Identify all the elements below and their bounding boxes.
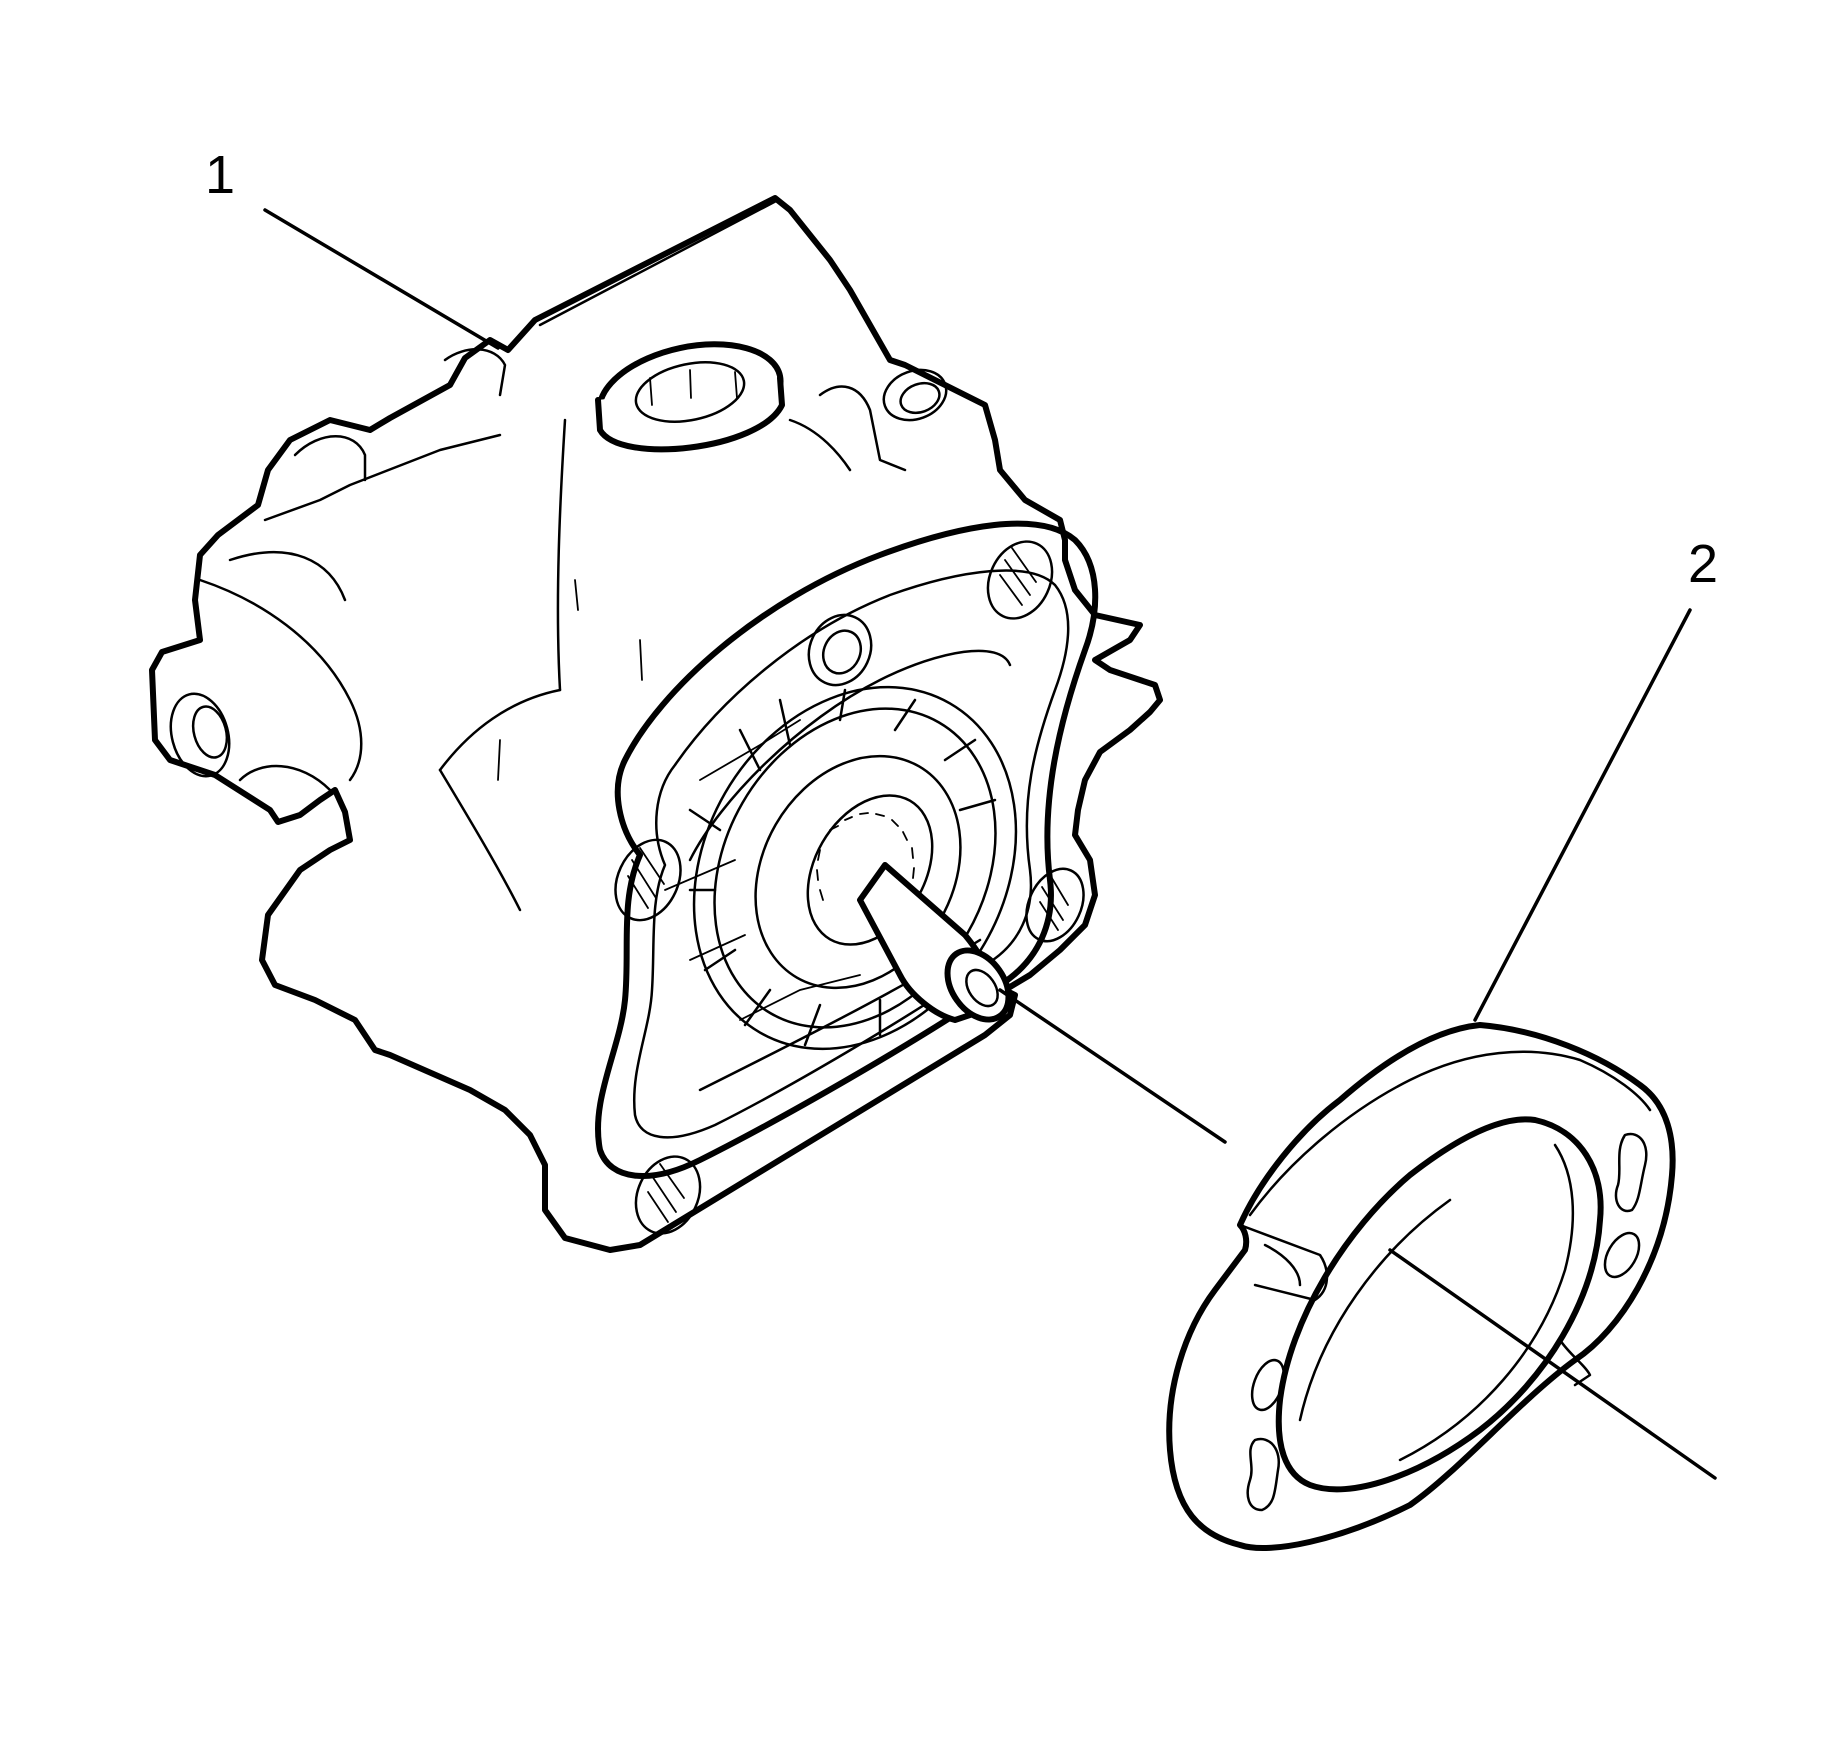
flange-bolt-hole-bottom bbox=[634, 1155, 702, 1235]
axis-line-through-ring bbox=[1388, 1248, 1717, 1480]
pump-body bbox=[149, 195, 1163, 1253]
callout-label-2: 2 bbox=[1688, 534, 1718, 594]
callout-label-1: 1 bbox=[205, 145, 235, 205]
pump-rotor-vanes bbox=[664, 685, 1018, 1051]
leader-line-2 bbox=[1473, 608, 1692, 1022]
axis-line-shaft-to-ring bbox=[998, 988, 1227, 1144]
callout-2: 2 bbox=[1473, 534, 1718, 1022]
ring-slot-right bbox=[1603, 1231, 1641, 1279]
ring-slot-upper-right bbox=[1614, 1132, 1648, 1213]
ring-slot-lower-left bbox=[1246, 1437, 1281, 1512]
leader-line-1 bbox=[263, 208, 500, 350]
ring-slot-left bbox=[1250, 1358, 1286, 1412]
end-plate-ring bbox=[1166, 1022, 1676, 1552]
flange-bolt-hole-right bbox=[1025, 867, 1085, 943]
alignment-axis bbox=[998, 988, 1717, 1480]
flange-bolt-hole-left bbox=[614, 838, 682, 922]
flange-dowel-hole bbox=[807, 613, 873, 687]
flange-bolt-hole-top-right bbox=[986, 540, 1054, 620]
callout-1: 1 bbox=[205, 145, 500, 350]
pump-port-fitting bbox=[595, 341, 785, 453]
pump-drive-shaft bbox=[806, 794, 1012, 1023]
pump-front-flange bbox=[594, 520, 1099, 1235]
